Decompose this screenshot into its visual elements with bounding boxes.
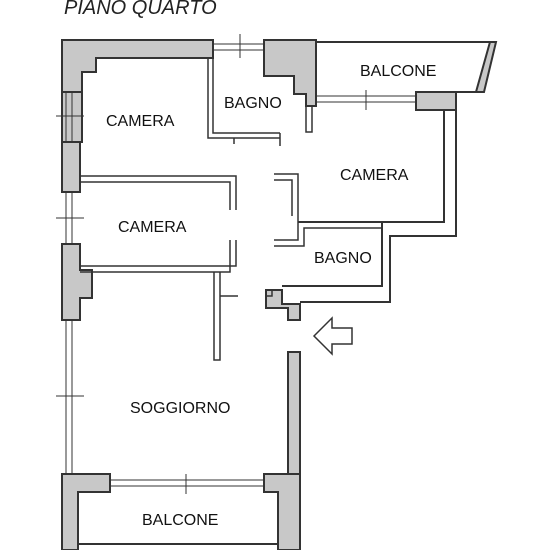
room-label-soggiorno: SOGGIORNO: [130, 400, 230, 417]
floor-title: PIANO QUARTO: [64, 0, 217, 19]
arrow-left-icon: [312, 316, 353, 356]
room-label-bagno-top: BAGNO: [224, 95, 282, 112]
wall-outlines: [56, 34, 490, 545]
room-label-balcone-bottom: BALCONE: [142, 512, 218, 529]
room-label-balcone-top: BALCONE: [360, 63, 436, 80]
interior-walls: [80, 58, 382, 361]
exterior-walls: [61, 39, 498, 550]
room-label-camera-top-left: CAMERA: [106, 113, 175, 130]
room-label-camera-right: CAMERA: [340, 167, 409, 184]
room-label-bagno-right: BAGNO: [314, 250, 372, 267]
room-label-camera-middle-left: CAMERA: [118, 219, 187, 236]
